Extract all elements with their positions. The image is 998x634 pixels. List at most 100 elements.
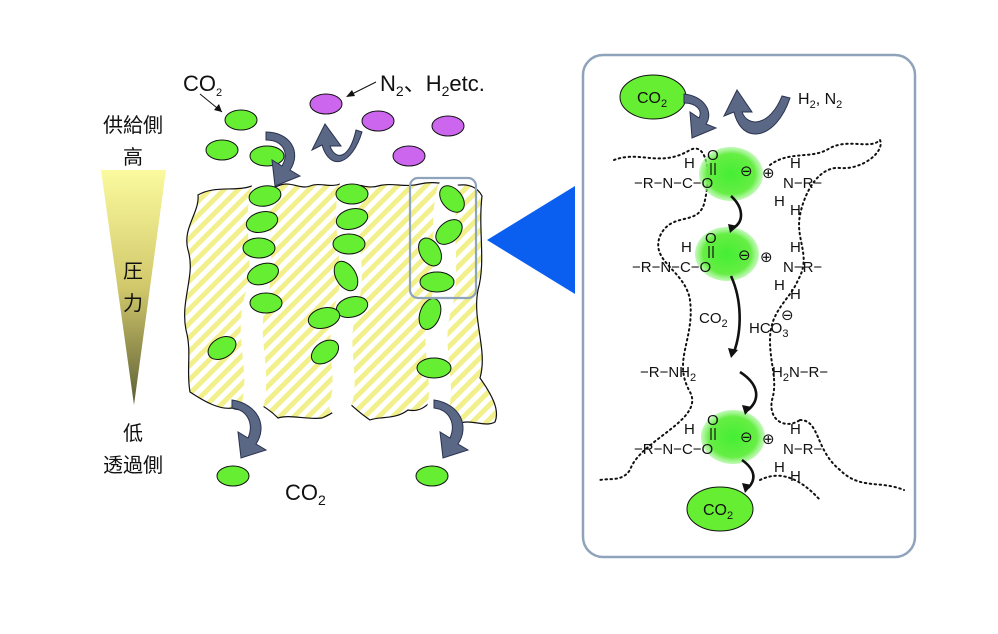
ammonium-right-chain: N−R−: [783, 175, 822, 192]
co2-molecule: [207, 336, 237, 360]
co2-molecule: [249, 145, 285, 167]
ammonium-right-chain: N−R−: [783, 259, 822, 276]
reaction-arrowheads: [728, 224, 752, 493]
co2-input-label: CO2: [637, 90, 667, 110]
carbamate-unit-1: −R−N−C−O H O ⊖ ⊕ H H H N−R−: [634, 147, 822, 219]
co2-molecule: [249, 292, 283, 314]
carbamate-unit-2: −R−N−C−O H O ⊖ ⊕ H H H N−R−: [632, 230, 822, 303]
co2-molecule: [216, 465, 250, 487]
atom-h: H: [790, 239, 801, 256]
curved-arrow-icon: [231, 399, 268, 459]
amine-left: −R−NH2: [640, 364, 696, 384]
pressure-gradient: 供給側 高 圧 力 低 透過側: [101, 113, 166, 477]
glow-spot: [701, 410, 765, 464]
gas-molecule: [392, 145, 426, 167]
flow-arrows-left: [231, 123, 470, 459]
atom-h: H: [790, 202, 801, 219]
pointer-arrowhead-icon: [346, 90, 355, 97]
arrowhead-icon: [742, 483, 752, 493]
plus-charge: ⊕: [762, 165, 775, 182]
mid-co2-label: CO2: [699, 310, 728, 330]
co2-output-molecule: [686, 486, 754, 532]
hco3-label: HCO3: [749, 320, 788, 340]
co2-molecule: [245, 210, 279, 234]
other-gas-molecules: [309, 93, 465, 167]
atom-h: H: [684, 155, 695, 172]
co2-molecule: [335, 183, 369, 205]
co2-molecule: [419, 271, 455, 293]
low-label: 低: [123, 421, 143, 445]
h2-n2-label: H2, N2: [798, 91, 842, 111]
plus-charge: ⊕: [762, 431, 775, 448]
minus-charge: ⊖: [738, 247, 751, 264]
curved-arrow-icon: [433, 399, 470, 459]
feed-side-label: 供給側: [103, 113, 163, 137]
flow-arrows-right: [683, 89, 791, 139]
curved-arrow-icon: [722, 89, 791, 135]
co2-molecules-feed: [205, 109, 285, 167]
co2-molecule: [416, 357, 452, 379]
co2-molecule: [310, 339, 340, 365]
plus-charge: ⊕: [760, 249, 773, 266]
co2-molecule: [333, 260, 359, 292]
other-gas-label: N2、H2etc.: [380, 71, 485, 99]
pointer-arrowhead-icon: [214, 104, 222, 112]
detail-panel: [581, 53, 917, 559]
atom-h: H: [790, 421, 801, 438]
amine-right: H2N−R−: [772, 364, 828, 384]
magnifier-box: [408, 176, 478, 300]
co2-molecules-permeate: [216, 465, 449, 487]
curved-arrow-icon: [310, 123, 363, 163]
co2-molecule: [435, 219, 463, 245]
atom-o: O: [705, 230, 717, 247]
pressure-gradient-triangle: [101, 170, 166, 405]
hco3-minus-charge: ⊖: [781, 307, 794, 324]
co2-permeate-label: CO2: [285, 480, 326, 508]
curved-arrow-icon: [683, 93, 718, 139]
co2-feed-label: CO2: [183, 71, 222, 99]
co2-molecule: [415, 465, 449, 487]
arrowhead-icon: [742, 405, 752, 415]
minus-charge: ⊖: [740, 163, 753, 180]
atom-h: H: [790, 286, 801, 303]
polymer-chains: [599, 138, 905, 501]
atom-h: H: [681, 239, 692, 256]
arrowhead-icon: [728, 224, 738, 233]
ammonium-right-chain: N−R−: [783, 441, 822, 458]
carbamate-left-chain: −R−N−C−O: [634, 441, 713, 458]
co2-molecule: [439, 185, 465, 213]
co2-molecule: [224, 109, 258, 131]
pressure-label-2: 力: [123, 291, 143, 315]
co2-molecule: [335, 207, 369, 231]
co2-molecule: [307, 306, 341, 330]
co2-molecules-in-pores: [207, 183, 465, 379]
co2-molecule: [332, 233, 366, 255]
carbamate-left-chain: −R−N−C−O: [632, 259, 711, 276]
atom-h: H: [774, 193, 785, 210]
gas-molecule: [361, 110, 395, 132]
co2-molecule: [205, 139, 239, 161]
arrowhead-icon: [728, 348, 738, 358]
carbamate-left-chain: −R−N−C−O: [634, 175, 713, 192]
carbamate-unit-3: −R−N−C−O H O ⊖ ⊕ H H H N−R−: [634, 412, 822, 485]
gas-molecule: [431, 115, 465, 137]
high-label: 高: [123, 145, 143, 169]
co2-molecule: [247, 262, 279, 286]
gas-molecule: [309, 93, 343, 115]
co2-molecule: [242, 237, 276, 259]
atom-h: H: [774, 277, 785, 294]
atom-h: H: [790, 468, 801, 485]
pressure-label-1: 圧: [123, 259, 143, 283]
minus-charge: ⊖: [740, 429, 753, 446]
zoom-arrow: [487, 186, 575, 294]
curved-arrow-icon: [265, 131, 302, 187]
carbamate-glows: [695, 147, 765, 464]
atom-o: O: [707, 147, 719, 164]
co2-molecule: [418, 237, 442, 267]
glow-spot: [699, 147, 763, 201]
glow-spot: [695, 227, 759, 281]
atom-o: O: [707, 412, 719, 429]
atom-h: H: [684, 421, 695, 438]
co2-output-label: CO2: [703, 502, 733, 522]
